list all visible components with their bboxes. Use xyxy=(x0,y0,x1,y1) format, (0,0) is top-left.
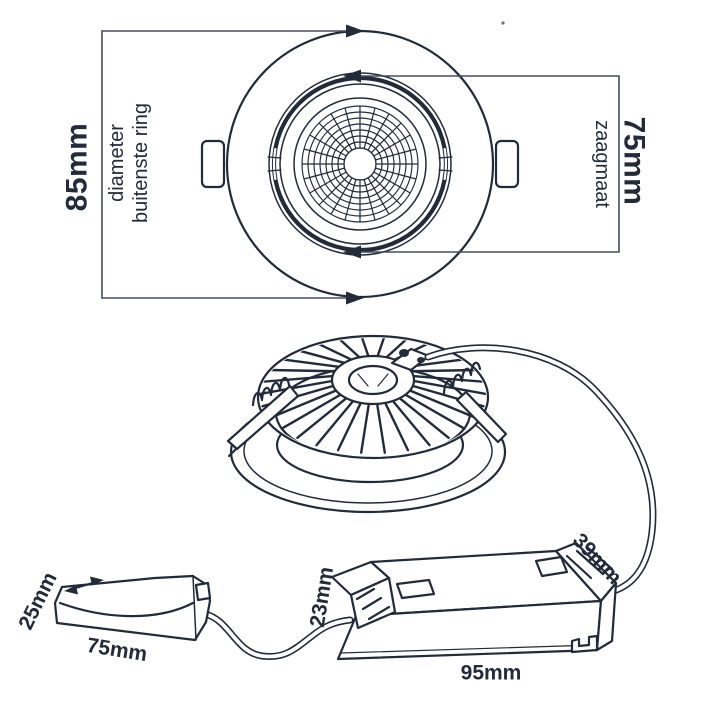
bezel-circle xyxy=(293,97,427,231)
spring-coil-left xyxy=(251,376,291,407)
outer-diameter-value: 85mm xyxy=(61,123,94,212)
spring-paddle-left xyxy=(226,384,300,451)
spring-coil-right xyxy=(442,361,482,395)
driver-foot xyxy=(570,634,599,654)
connector-latch xyxy=(194,581,212,602)
screw-head xyxy=(399,349,409,357)
ring-notch-ticks xyxy=(267,156,453,172)
front-view-spotlight xyxy=(200,21,520,299)
outer-diameter-caption-2: buitenste ring xyxy=(130,103,152,223)
hub-detail xyxy=(357,373,389,387)
dimension-line-75mm xyxy=(358,75,620,253)
screw-head xyxy=(417,357,425,363)
arrow-down-left-icon xyxy=(64,585,78,595)
link-cable xyxy=(203,612,352,659)
led-center xyxy=(343,147,377,181)
mounting-tab-left xyxy=(200,139,226,189)
driver-end-face xyxy=(595,581,618,652)
main-cable xyxy=(426,345,655,594)
arrow-right-icon xyxy=(346,291,364,305)
spring-tip-left xyxy=(227,447,238,458)
driver-length-label: 95mm xyxy=(461,662,522,685)
connector-body xyxy=(53,574,212,642)
connector-length-label: 75mm xyxy=(85,634,149,666)
cutout-ring-circle xyxy=(271,75,449,253)
connector-cap-seam xyxy=(192,575,197,641)
inner-ring-outline xyxy=(268,72,452,256)
clamp-hatch-right xyxy=(565,545,614,580)
driver-height-label: 23mm xyxy=(306,565,338,629)
dimension-75mm: 75mm zaagmaat xyxy=(343,69,651,259)
connector-height-label: 25mm xyxy=(14,569,61,634)
reflector-grid xyxy=(301,105,419,223)
arrow-left-icon xyxy=(343,69,361,83)
inner-ring-inline xyxy=(279,83,441,245)
spring-paddle-right xyxy=(455,390,508,444)
driver-bottom-lip xyxy=(340,644,595,654)
outer-diameter-caption-1: diameter xyxy=(106,124,128,202)
driver-box: 23mm 95mm 39mm xyxy=(306,529,626,685)
dimension-line-85mm xyxy=(101,30,350,299)
arrow-right-icon xyxy=(346,24,364,38)
arrow-left-icon xyxy=(343,245,361,259)
perspective-view-spotlight xyxy=(226,334,508,514)
arrow-up-right-icon xyxy=(90,576,104,586)
clamp-hatch-left xyxy=(355,587,391,621)
mounting-tab-right xyxy=(494,139,520,189)
cables xyxy=(201,344,657,661)
dimension-85mm: 85mm diameter buitenste ring xyxy=(61,24,364,305)
print-dot xyxy=(501,21,505,25)
connector-box: 25mm 75mm xyxy=(14,569,212,666)
ring-notch-left xyxy=(272,148,277,180)
cutout-caption: zaagmaat xyxy=(591,120,613,208)
driver-top-slot-right xyxy=(534,555,569,578)
connector-crease xyxy=(58,601,195,618)
ring-notch-right xyxy=(443,148,448,180)
hub-inner xyxy=(347,364,399,396)
cutout-value: 75mm xyxy=(618,117,651,206)
driver-top-slot-left xyxy=(395,578,436,600)
